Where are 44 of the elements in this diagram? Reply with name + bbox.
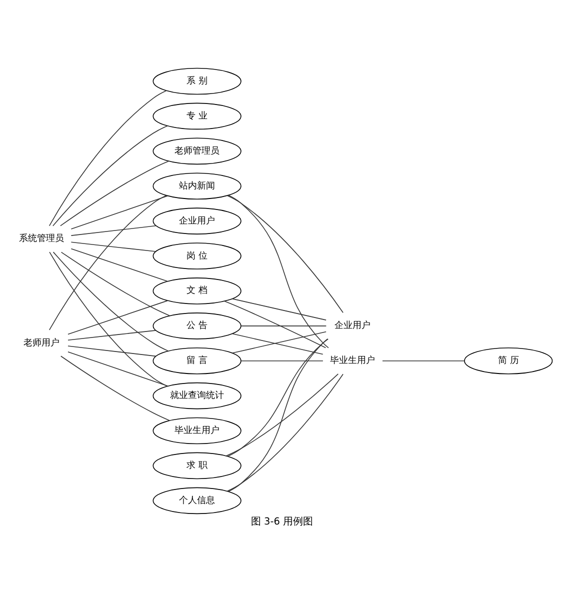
- node-ellipse: 文 档: [152, 278, 242, 304]
- connector: [68, 330, 156, 341]
- connector: [382, 360, 465, 362]
- connector: [70, 225, 156, 236]
- connector: [68, 300, 168, 335]
- connector: [226, 195, 344, 314]
- node-text: 系统管理员: [18, 234, 64, 244]
- connector: [52, 252, 169, 352]
- node-ellipse: 公 告: [152, 312, 242, 340]
- node-ellipse: 求 职: [152, 452, 242, 480]
- connector: [70, 248, 168, 282]
- connector: [68, 351, 168, 386]
- connector: [48, 90, 167, 226]
- connector: [227, 338, 328, 457]
- connector: [226, 374, 339, 456]
- connector: [232, 298, 326, 320]
- node-text: 企业用户: [334, 321, 371, 332]
- node-text: 毕业生用户: [330, 356, 376, 366]
- caption: 图 3-6 用例图: [250, 516, 314, 528]
- connector: [68, 346, 156, 357]
- node-ellipse: 简 历: [464, 347, 553, 374]
- node-ellipse: 就业查询统计: [152, 382, 242, 410]
- connector: [60, 252, 170, 316]
- node-text: 老师用户: [23, 338, 60, 348]
- node-ellipse: 系 别: [152, 68, 242, 95]
- node-ellipse: 专 业: [152, 102, 242, 130]
- connector: [70, 196, 168, 230]
- node-ellipse: 岗 位: [152, 242, 242, 270]
- node-ellipse: 留 言: [152, 347, 242, 374]
- connector: [60, 160, 170, 226]
- connector: [224, 300, 326, 348]
- node-ellipse: 毕业生用户: [152, 417, 242, 444]
- node-ellipse: 企业用户: [152, 208, 242, 234]
- node-ellipse: 个人信息: [152, 487, 242, 514]
- connector: [52, 125, 168, 226]
- connector: [228, 194, 329, 348]
- connector: [226, 374, 344, 492]
- connector: [48, 195, 167, 330]
- connector: [70, 242, 156, 252]
- connector: [49, 252, 168, 387]
- node-ellipse: 老师管理员: [152, 138, 242, 165]
- connector: [228, 338, 328, 492]
- node-ellipse: 站内新闻: [152, 172, 242, 200]
- connector: [240, 360, 324, 362]
